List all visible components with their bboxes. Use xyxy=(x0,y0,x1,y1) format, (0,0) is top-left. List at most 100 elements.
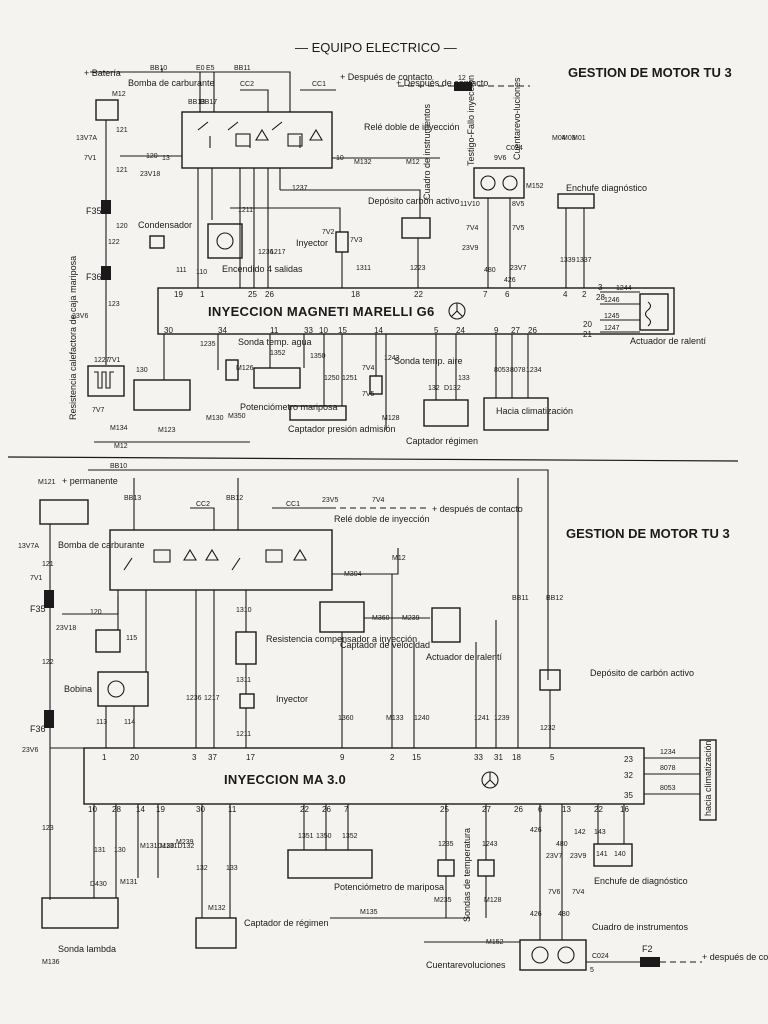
wire-label: 7V4 xyxy=(466,225,479,232)
ecu-top-pin: 7 xyxy=(483,290,488,299)
ignition-coil-icon xyxy=(216,232,234,250)
ecu-top-pin: 9 xyxy=(340,753,345,762)
wire-label: 1247 xyxy=(604,325,620,332)
ecu-bottom-pin: 26 xyxy=(528,326,537,335)
wire-label: 7V5 xyxy=(512,225,525,232)
wire-label: 1339 xyxy=(560,257,576,264)
label-actuador-top: Actuador de ralentí xyxy=(630,336,707,346)
wire-label: M128 xyxy=(382,415,400,422)
wire-label: M132 xyxy=(354,159,372,166)
wire-label: 23V6 xyxy=(22,747,38,754)
throttle-pot-bottom xyxy=(287,849,373,879)
wire-label: 23V7 xyxy=(546,853,562,860)
ecu-bottom-pin: 7 xyxy=(344,805,349,814)
fuse-label: F36 xyxy=(86,272,102,282)
wire-label: 426 xyxy=(530,827,542,834)
ecu-bottom-pin: 26 xyxy=(514,805,523,814)
wire-label: M136 xyxy=(42,959,60,966)
wire-label: 122 xyxy=(108,239,120,246)
wire-label: BB11 xyxy=(234,65,251,72)
wire-label: 120 xyxy=(90,609,102,616)
relay-box-bottom xyxy=(109,529,333,591)
wire-label: 7V4 xyxy=(372,497,385,504)
wire-label: 23V18 xyxy=(140,171,160,178)
wire-label: M134 xyxy=(110,425,128,432)
wire-label: M131D130 xyxy=(140,843,174,850)
ecu-top-pin: 1 xyxy=(200,290,205,299)
relay-box-top xyxy=(181,111,333,169)
wire-label: 131 xyxy=(94,847,106,854)
ecu-right-pin: 21 xyxy=(583,330,592,339)
wire-label: 1236 xyxy=(258,249,274,256)
wire-label: 113 xyxy=(96,719,107,726)
map-sensor-top xyxy=(289,405,347,421)
wire-label: 23V5 xyxy=(322,497,338,504)
ecu-bottom-pin: 9 xyxy=(494,326,499,335)
wire-label: 13V7A xyxy=(76,135,97,142)
ecu-bottom-pin: 25 xyxy=(440,805,449,814)
wire-label: 23V18 xyxy=(56,625,76,632)
label-captador-regimen-bottom: Captador de régimen xyxy=(244,918,329,928)
label-encendido: Encendido 4 salidas xyxy=(222,264,303,274)
wire-label: CC2 xyxy=(240,81,254,88)
label-captador-regimen-top: Captador régimen xyxy=(406,436,478,446)
wire-label: 1245 xyxy=(604,313,620,320)
wire-label: 1239 xyxy=(494,715,510,722)
ecu-top-pin: 18 xyxy=(512,753,521,762)
bottom-heading: GESTION DE MOTOR TU 3 xyxy=(566,526,730,541)
wire-label: 1352 xyxy=(342,833,358,840)
label-deposito-bottom: Depósito de carbón activo xyxy=(590,668,694,678)
wire-label: 122 xyxy=(42,659,54,666)
wire-label: 1235 xyxy=(200,341,216,348)
relay-feed-wires xyxy=(162,71,336,112)
air-temp-sensor-bottom xyxy=(477,859,495,877)
ecu-bottom-pin: 22 xyxy=(594,805,603,814)
ecu-bottom-pin: 24 xyxy=(456,326,465,335)
fuse-f2-bottom xyxy=(640,957,660,967)
wire-label: BB13 xyxy=(188,99,205,106)
injector-resistor-bottom xyxy=(235,631,257,665)
fuse-f35-top xyxy=(101,200,111,214)
warning-lamp-icon xyxy=(480,175,496,191)
wire-label: 1351 xyxy=(298,833,314,840)
ecu-symbol-mark-icon xyxy=(483,772,497,787)
ecu-top-pin: 25 xyxy=(248,290,257,299)
idle-actuator-top xyxy=(639,293,669,331)
wire-label: 1311 xyxy=(236,677,251,684)
fuse-f35-bottom xyxy=(44,590,54,608)
wire-label: 7V6 xyxy=(548,889,561,896)
ecu-bottom-pins-bottom: 10 28 14 19 30 11 22 26 7 25 27 26 6 13 … xyxy=(88,805,629,814)
label-captador-vel: Captador de velocidad xyxy=(340,640,430,650)
ecu-top-pins: 19 1 25 26 18 22 7 6 4 2 3 28 20 21 xyxy=(174,283,605,339)
fuse-f36-top xyxy=(101,266,111,280)
wire-label: 110 xyxy=(196,269,207,276)
ecu-top-pin: 31 xyxy=(494,753,503,762)
wire-label: 7V1 xyxy=(108,357,121,364)
wire-label: M04 xyxy=(552,135,566,142)
fuse-label: F2 xyxy=(642,944,653,954)
label-bateria: + Batería xyxy=(84,68,121,78)
wire-label: M350 xyxy=(228,413,246,420)
wire-label: 8078 xyxy=(510,367,526,374)
canister-valve-top xyxy=(401,217,431,239)
wire-label: 23V9 xyxy=(462,245,478,252)
label-bomba-top: Bomba de carburante xyxy=(128,78,215,88)
injector-bottom xyxy=(239,693,255,709)
wire-label: 1360 xyxy=(338,715,354,722)
wire-label: BB12 xyxy=(226,495,243,502)
label-rele-bottom: Relé doble de inyección xyxy=(334,514,430,524)
wire-label: 1244 xyxy=(616,285,632,292)
label-cuadro-top: Cuadro de instrumentos xyxy=(422,103,432,200)
ignition-capacitor-bottom xyxy=(95,629,121,653)
ecu-bottom-pin: 28 xyxy=(112,805,121,814)
label-despues-top-2: + Después de contacto xyxy=(396,78,488,88)
wire-label: 123 xyxy=(108,301,120,308)
bb10-wire xyxy=(88,469,549,680)
label-despues-top-1: + Después de contacto xyxy=(340,72,432,82)
ecu-top-pin: 28 xyxy=(596,293,605,302)
label-bomba-bottom: Bomba de carburante xyxy=(58,540,145,550)
wire-label: 1311 xyxy=(356,265,371,272)
label-bobina: Bobina xyxy=(64,684,92,694)
wire-label: 143 xyxy=(594,829,606,836)
